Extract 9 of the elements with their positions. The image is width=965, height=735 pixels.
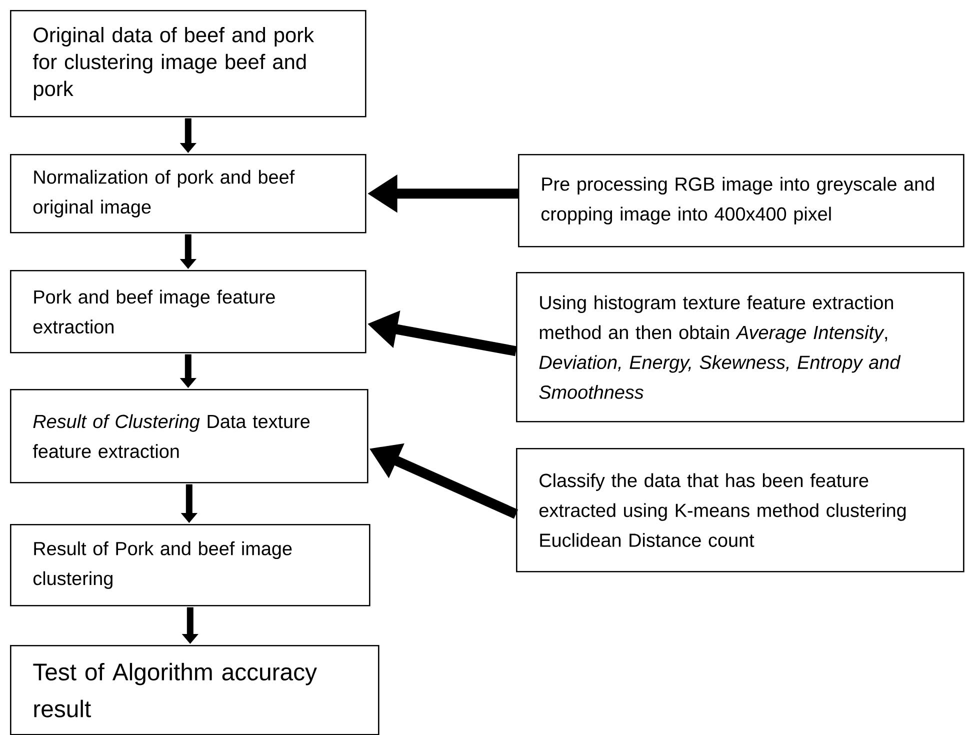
note-box: Classify the data that has been feature extracted using K-means method clustering Euclidean Distance count bbox=[516, 448, 964, 572]
process-box: Pork and beef image feature extraction bbox=[10, 270, 366, 354]
process-box: Result of Clustering Data texture feature extraction bbox=[10, 389, 368, 484]
note-box: Pre processing RGB image into greyscale and cropping image into 400x400 pixel bbox=[518, 154, 964, 248]
process-box: Test of Algorithm accuracy result bbox=[10, 645, 380, 735]
note-box: Using histogram texture feature extraction method an then obtain Average Intensity, Deviation, Energy, Skewness, Entropy and Smoothness bbox=[516, 272, 964, 422]
process-box: Normalization of pork and beef original image bbox=[10, 154, 366, 234]
process-box: Result of Pork and beef image clustering bbox=[10, 524, 370, 606]
process-box: Original data of beef and pork for clustering image beef and pork bbox=[10, 10, 366, 118]
